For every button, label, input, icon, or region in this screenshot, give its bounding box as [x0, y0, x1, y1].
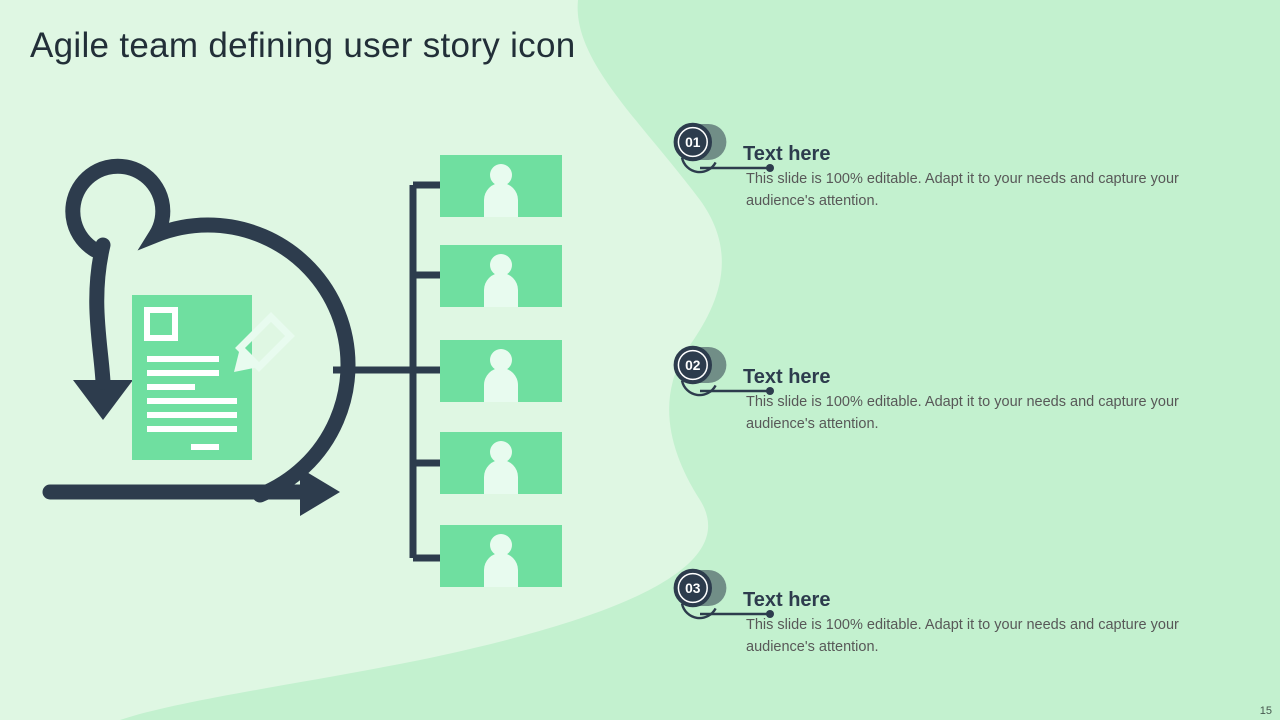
connector-line-1 — [700, 164, 774, 172]
content-block-2: 02 Text here This slide is 100% editable… — [670, 341, 1230, 441]
step-badge-2-number: 02 — [685, 358, 701, 373]
document-icon — [132, 295, 252, 460]
content-block-1-title: Text here — [743, 143, 831, 165]
team-member-card-3[interactable] — [440, 340, 562, 402]
step-badge-2[interactable]: 02 — [670, 341, 748, 407]
content-block-3: 03 Text here This slide is 100% editable… — [670, 564, 1230, 664]
content-block-2-title: Text here — [743, 366, 831, 388]
content-block-3-body: This slide is 100% editable. Adapt it to… — [746, 617, 1179, 656]
content-block-2-body: This slide is 100% editable. Adapt it to… — [746, 394, 1179, 433]
agile-sprint-loop-icon — [42, 158, 356, 516]
content-block-1-body: This slide is 100% editable. Adapt it to… — [746, 171, 1179, 210]
team-member-card-1[interactable] — [440, 155, 562, 217]
page-number: 15 — [1259, 705, 1272, 717]
team-member-card-5[interactable] — [440, 525, 562, 587]
content-block-1: 01 Text here This slide is 100% editable… — [670, 118, 1230, 218]
page-title: Agile team defining user story icon — [30, 26, 576, 65]
step-badge-3[interactable]: 03 — [670, 564, 748, 630]
step-badge-1-number: 01 — [685, 135, 701, 150]
agile-team-diagram — [42, 155, 562, 587]
pencil-icon — [234, 312, 295, 372]
team-member-card-4[interactable] — [440, 432, 562, 494]
connector-line-3 — [700, 610, 774, 618]
team-member-card-2[interactable] — [440, 245, 562, 307]
step-badge-1[interactable]: 01 — [670, 118, 748, 184]
content-block-3-title: Text here — [743, 589, 831, 611]
connector-line-2 — [700, 387, 774, 395]
step-badge-3-number: 03 — [685, 581, 701, 596]
